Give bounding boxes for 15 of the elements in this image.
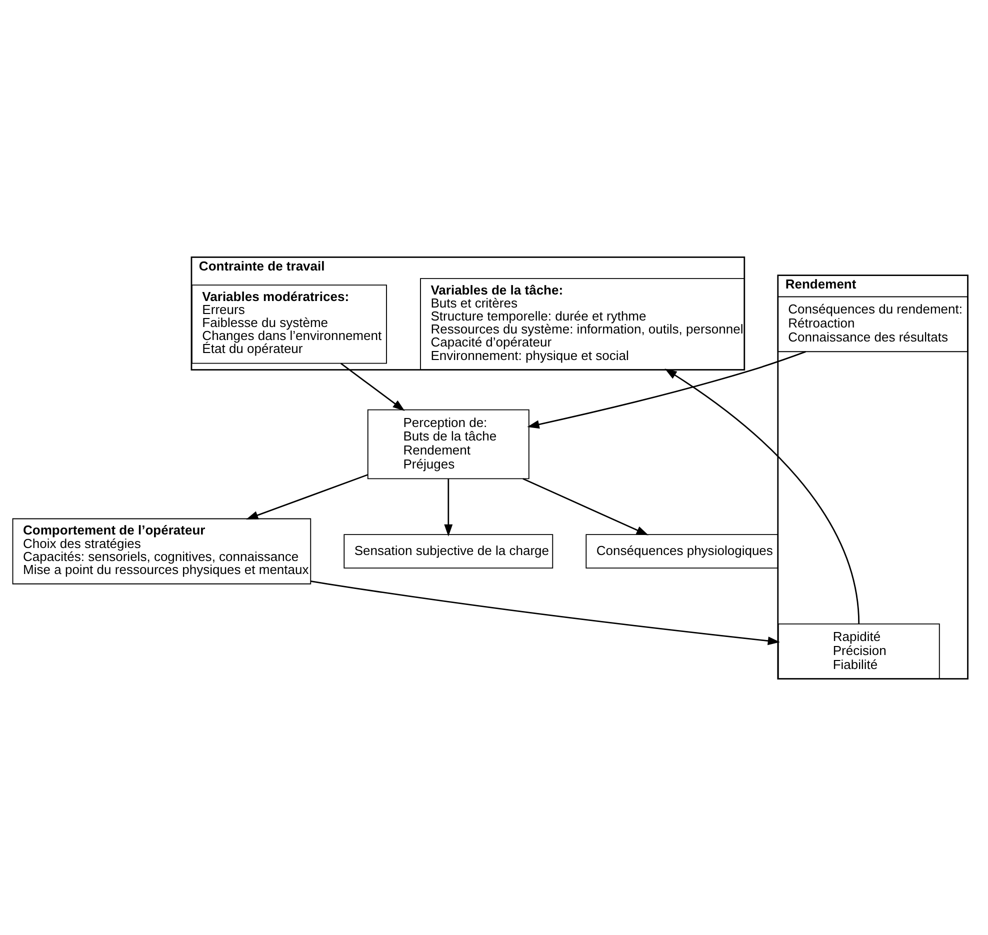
arrow <box>664 368 860 624</box>
node-box: Comportement de l’opérateur Choix des stratégies Capacités: sensoriels, cognitives, connaissance Mise a point du ressources physiques et mentaux <box>12 518 312 584</box>
node-box: Perception de: Buts de la tâche Rendement Préjuges <box>367 408 530 479</box>
arrow <box>444 478 453 536</box>
arrow <box>522 478 649 535</box>
node-box: Variables modératrices: Erreurs Faiblesse du système Changes dans l’environnement État du opérateur <box>191 284 387 364</box>
arrow <box>310 580 780 645</box>
node-box: Conséquences physiologiques <box>586 534 778 568</box>
arrow <box>246 474 368 519</box>
arrow <box>527 350 806 428</box>
node-box: Conséquences du rendement: Rétroaction Connaissance des résultats <box>777 296 968 352</box>
node-box: Rapidité Précision Fiabilité <box>778 622 940 679</box>
node-box: Sensation subjective de la charge <box>344 534 554 568</box>
arrow <box>340 362 405 410</box>
node-box: Variables de la tâche: Buts et critères Structure temporelle: durée et rythme Ressources du système: information, outils, personnel Capacité d’opérateur Environnement: physique et social <box>420 278 745 370</box>
